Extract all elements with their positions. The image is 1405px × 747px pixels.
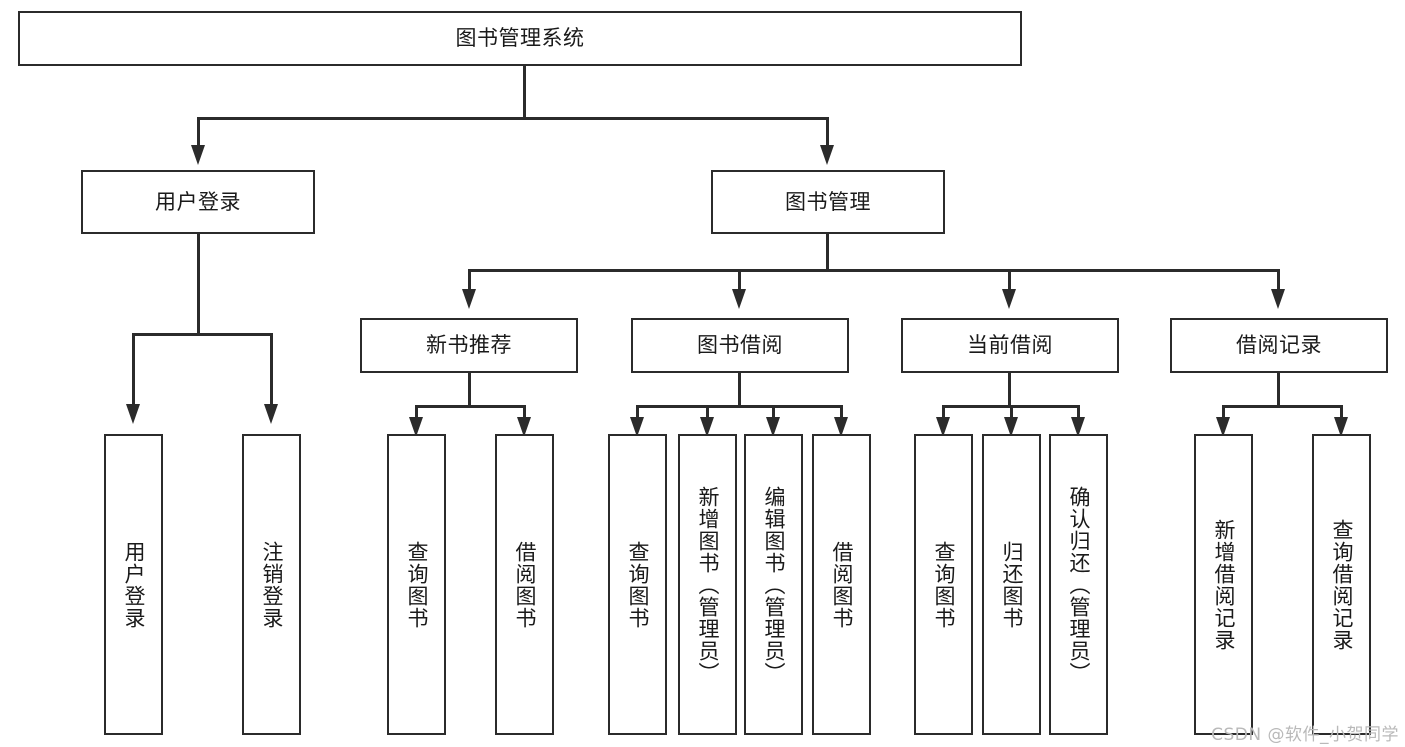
connector-level2-drop-book-management <box>826 117 829 147</box>
leaf-logout[interactable]: 注销登录 <box>242 434 301 735</box>
arrow-to-leaf-confirm-return <box>1071 417 1085 437</box>
leaf-add-book-admin[interactable]: 新增图书（管理员） <box>678 434 737 735</box>
node-label: 图书借阅 <box>697 333 783 358</box>
node-label: 用户登录 <box>155 189 241 214</box>
arrow-to-leaf-query-borrow-record <box>1334 417 1348 437</box>
node-book-management[interactable]: 图书管理 <box>711 170 945 234</box>
connector-book-borrow-drop-2 <box>706 405 709 421</box>
arrow-to-user-login <box>191 145 205 165</box>
arrow-to-book-borrow <box>732 289 746 309</box>
connector-level3-bus <box>468 269 1279 272</box>
node-label: 查询图书 <box>404 540 429 629</box>
node-label: 当前借阅 <box>967 333 1053 358</box>
leaf-query-book-new-recommend[interactable]: 查询图书 <box>387 434 446 735</box>
connector-book-borrow-drop-3 <box>772 405 775 421</box>
node-label: 借阅记录 <box>1236 333 1322 358</box>
node-label: 编辑图书（管理员） <box>761 485 786 684</box>
connector-user-login-stem <box>197 234 200 335</box>
arrow-to-book-management <box>820 145 834 165</box>
node-label: 图书管理系统 <box>455 26 585 51</box>
arrow-to-leaf-query-book-bb <box>630 417 644 437</box>
node-root-book-management-system[interactable]: 图书管理系统 <box>18 11 1022 66</box>
node-label: 查询借阅记录 <box>1329 518 1354 651</box>
node-label: 查询图书 <box>625 540 650 629</box>
leaf-query-borrow-record[interactable]: 查询借阅记录 <box>1312 434 1371 735</box>
connector-new-book-drop-2 <box>523 405 526 421</box>
connector-new-book-stem <box>468 373 471 407</box>
node-label: 查询图书 <box>931 540 956 629</box>
node-label: 借阅图书 <box>512 540 537 629</box>
leaf-confirm-return-admin[interactable]: 确认归还（管理员） <box>1049 434 1108 735</box>
node-label: 新增借阅记录 <box>1211 518 1236 651</box>
node-label: 注销登录 <box>259 540 284 629</box>
arrow-to-leaf-borrow-book-bb <box>834 417 848 437</box>
node-label: 用户登录 <box>121 540 146 629</box>
connector-book-management-stem <box>826 234 829 271</box>
arrow-to-new-book-recommend <box>462 289 476 309</box>
node-label: 归还图书 <box>999 540 1024 629</box>
connector-book-borrow-bus <box>636 405 843 408</box>
connector-current-borrow-stem <box>1008 373 1011 407</box>
arrow-to-leaf-user-login <box>126 404 140 424</box>
connector-root-stem <box>523 66 526 119</box>
connector-level3-drop-book-borrow <box>738 269 741 291</box>
connector-borrow-record-drop-2 <box>1340 405 1343 421</box>
leaf-edit-book-admin[interactable]: 编辑图书（管理员） <box>744 434 803 735</box>
connector-borrow-record-drop-1 <box>1222 405 1225 421</box>
leaf-borrow-book-new-recommend[interactable]: 借阅图书 <box>495 434 554 735</box>
connector-level2-bus <box>197 117 828 120</box>
arrow-to-leaf-add-book <box>700 417 714 437</box>
connector-book-borrow-stem <box>738 373 741 407</box>
node-book-borrow[interactable]: 图书借阅 <box>631 318 849 373</box>
leaf-borrow-book[interactable]: 借阅图书 <box>812 434 871 735</box>
node-label: 新增图书（管理员） <box>695 485 720 684</box>
leaf-add-borrow-record[interactable]: 新增借阅记录 <box>1194 434 1253 735</box>
arrow-to-leaf-edit-book <box>766 417 780 437</box>
leaf-user-login[interactable]: 用户登录 <box>104 434 163 735</box>
connector-borrow-record-bus <box>1222 405 1342 408</box>
arrow-to-leaf-query-book-cb <box>936 417 950 437</box>
connector-level3-drop-borrow-record <box>1277 269 1280 291</box>
connector-book-borrow-drop-1 <box>636 405 639 421</box>
node-current-borrow[interactable]: 当前借阅 <box>901 318 1119 373</box>
arrow-to-leaf-query-book-nb <box>409 417 423 437</box>
arrow-to-leaf-add-borrow-record <box>1216 417 1230 437</box>
node-label: 新书推荐 <box>426 333 512 358</box>
node-user-login[interactable]: 用户登录 <box>81 170 315 234</box>
leaf-return-book[interactable]: 归还图书 <box>982 434 1041 735</box>
connector-current-borrow-drop-3 <box>1077 405 1080 421</box>
connector-new-book-bus <box>415 405 525 408</box>
node-new-book-recommend[interactable]: 新书推荐 <box>360 318 578 373</box>
csdn-watermark: CSDN @软件_小贺同学 <box>1211 725 1399 745</box>
leaf-query-book-borrow[interactable]: 查询图书 <box>608 434 667 735</box>
connector-user-login-drop-1 <box>132 333 135 406</box>
node-label: 借阅图书 <box>829 540 854 629</box>
arrow-to-leaf-return-book <box>1004 417 1018 437</box>
node-borrow-record[interactable]: 借阅记录 <box>1170 318 1388 373</box>
connector-user-login-bus <box>132 333 270 336</box>
connector-user-login-drop-2 <box>270 333 273 406</box>
arrow-to-borrow-record <box>1271 289 1285 309</box>
connector-book-borrow-drop-4 <box>840 405 843 421</box>
connector-level2-drop-user-login <box>197 117 200 147</box>
connector-level3-drop-new-book <box>468 269 471 291</box>
connector-current-borrow-drop-2 <box>1010 405 1013 421</box>
arrow-to-leaf-borrow-book-nb <box>517 417 531 437</box>
connector-level3-drop-current-borrow <box>1008 269 1011 291</box>
arrow-to-current-borrow <box>1002 289 1016 309</box>
leaf-query-book-current[interactable]: 查询图书 <box>914 434 973 735</box>
connector-borrow-record-stem <box>1277 373 1280 407</box>
connector-new-book-drop-1 <box>415 405 418 421</box>
arrow-to-leaf-logout <box>264 404 278 424</box>
node-label: 图书管理 <box>785 189 871 214</box>
connector-current-borrow-drop-1 <box>942 405 945 421</box>
node-label: 确认归还（管理员） <box>1066 485 1091 684</box>
